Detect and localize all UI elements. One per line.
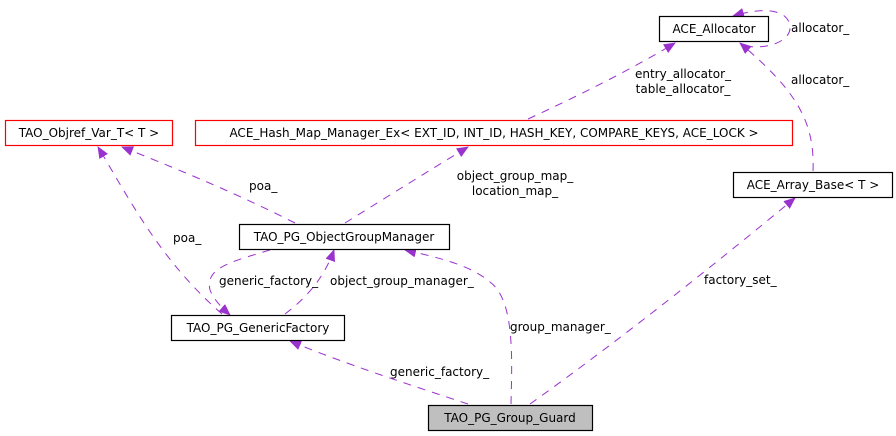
edge-label: generic_factory_: [219, 274, 319, 288]
node-tao-pg-genericfactory[interactable]: TAO_PG_GenericFactory: [170, 314, 346, 342]
node-label: ACE_Allocator: [672, 22, 755, 36]
node-label: ACE_Array_Base< T >: [747, 178, 880, 192]
edge-label: factory_set_: [704, 273, 778, 287]
edge-ogm-hashmap: object_group_map_ location_map_: [344, 146, 574, 224]
edge-label: location_map_: [472, 184, 559, 198]
node-label: TAO_PG_ObjectGroupManager: [253, 230, 435, 244]
node-ace-allocator[interactable]: ACE_Allocator: [658, 15, 770, 43]
edge-label: entry_allocator_: [635, 67, 732, 81]
edge-array-allocator: allocator_: [739, 42, 850, 172]
node-tao-pg-group-guard: TAO_PG_Group_Guard: [427, 404, 594, 432]
edge-label: generic_factory_: [390, 365, 490, 379]
edge-hashmap-allocator: entry_allocator_ table_allocator_: [527, 42, 732, 120]
edge-factory-objref: poa_: [97, 146, 223, 315]
node-label: TAO_Objref_Var_T< T >: [18, 126, 159, 140]
edge-label: group_manager_: [510, 320, 612, 334]
node-ace-hash-map-manager[interactable]: ACE_Hash_Map_Manager_Ex< EXT_ID, INT_ID,…: [194, 119, 794, 147]
edge-guard-array: factory_set_: [529, 197, 796, 405]
node-tao-pg-objectgroupmanager[interactable]: TAO_PG_ObjectGroupManager: [238, 223, 451, 251]
node-label: TAO_PG_GenericFactory: [186, 321, 330, 335]
edge-guard-factory: generic_factory_: [289, 340, 490, 405]
edge-ogm-factory: generic_factory_: [208, 249, 319, 316]
edge-ogm-objref: poa_: [121, 146, 296, 224]
edge-label: poa_: [173, 231, 202, 245]
edge-allocator-self: allocator_: [732, 8, 850, 48]
edge-label: poa_: [249, 179, 278, 193]
edge-label: table_allocator_: [636, 82, 732, 96]
edge-label: allocator_: [791, 73, 850, 87]
node-ace-array-base[interactable]: ACE_Array_Base< T >: [732, 171, 894, 199]
edge-label: allocator_: [791, 21, 850, 35]
edge-label: object_group_manager_: [330, 274, 475, 288]
edge-factory-ogm: object_group_manager_: [284, 249, 475, 315]
edge-label: object_group_map_: [457, 169, 574, 183]
node-label: ACE_Hash_Map_Manager_Ex< EXT_ID, INT_ID,…: [229, 126, 758, 140]
node-label: TAO_PG_Group_Guard: [443, 411, 576, 425]
edge-guard-ogm: group_manager_: [404, 247, 612, 405]
node-tao-objref-var[interactable]: TAO_Objref_Var_T< T >: [4, 119, 174, 147]
